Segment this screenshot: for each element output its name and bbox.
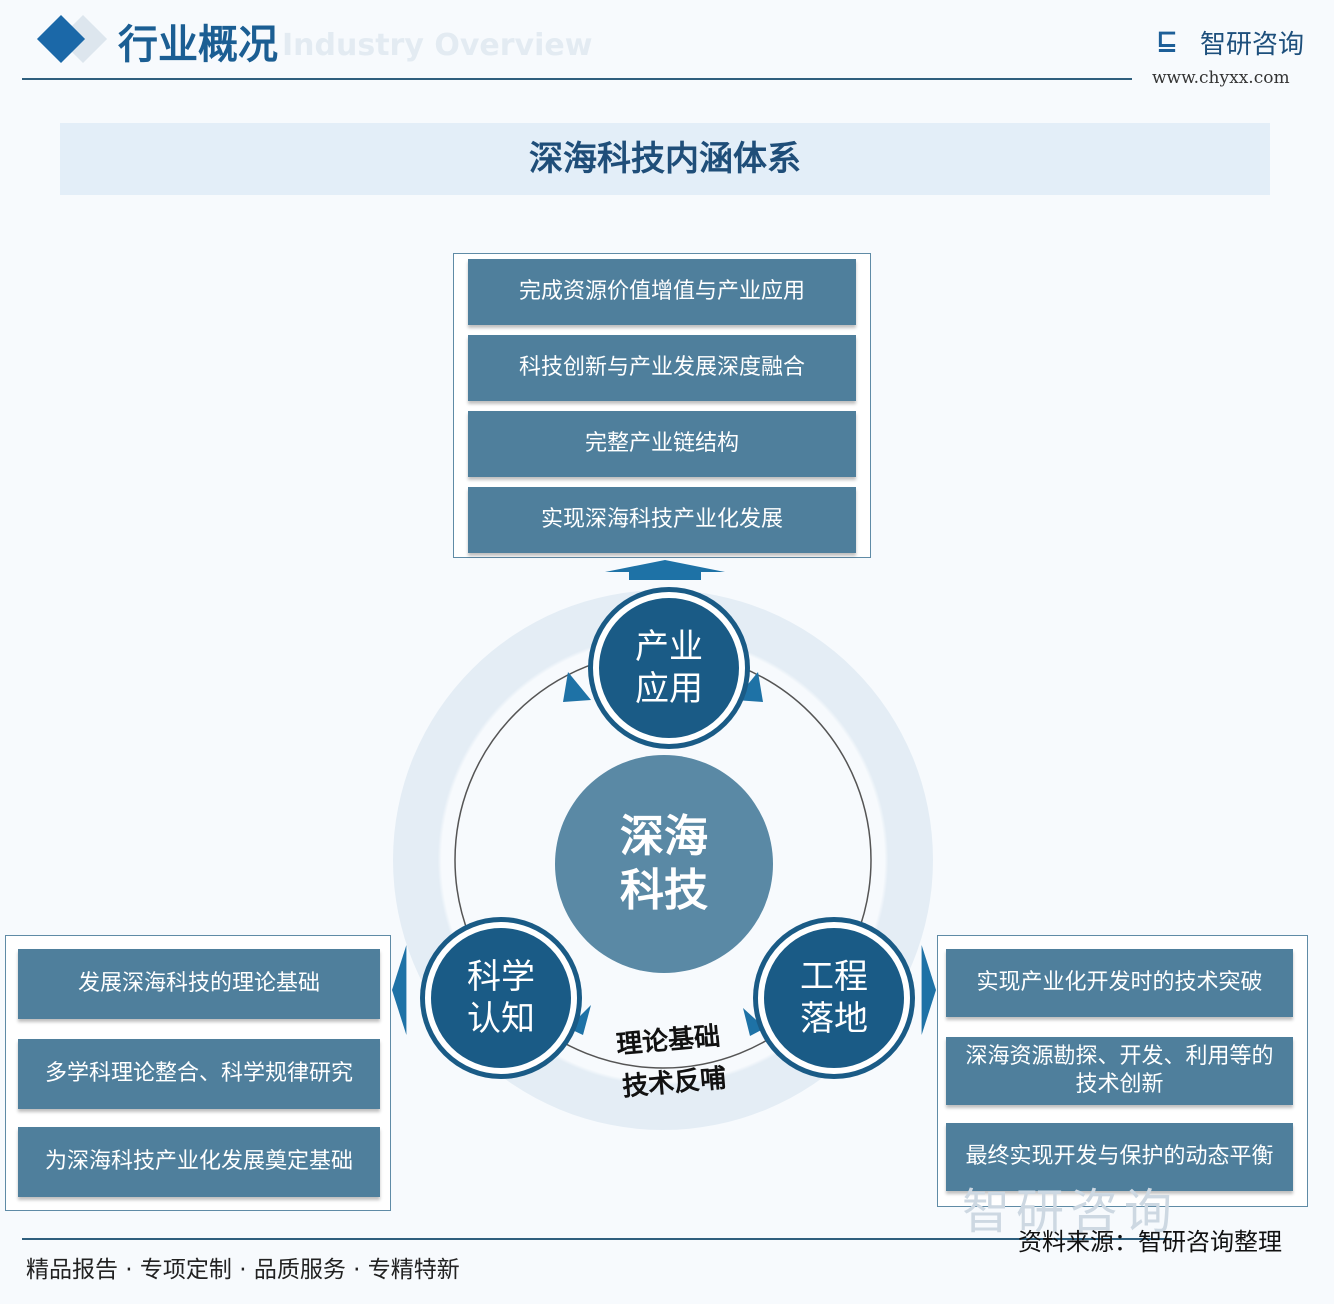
arrow-head-left-top — [563, 672, 591, 702]
node-scientific-cognition: 科学 认知 — [425, 922, 577, 1074]
list-item: 发展深海科技的理论基础 — [18, 949, 380, 1019]
brand-name: 智研咨询 — [1200, 30, 1305, 60]
header-subtitle: Industry Overview — [282, 28, 593, 63]
list-item: 为深海科技产业化发展奠定基础 — [18, 1127, 380, 1197]
footer-slogan: 精品报告 · 专项定制 · 品质服务 · 专精特新 — [26, 1257, 460, 1283]
center-circle: 深海 科技 — [555, 755, 773, 973]
up-arrow-icon — [605, 560, 725, 580]
list-item: 深海资源勘探、开发、利用等的技术创新 — [946, 1037, 1293, 1105]
list-item: 科技创新与产业发展深度融合 — [468, 335, 856, 401]
header-divider — [22, 78, 1132, 80]
list-item: 实现产业化开发时的技术突破 — [946, 949, 1293, 1017]
brand-logo-icon: ⊑ — [1156, 26, 1178, 56]
list-item: 完成资源价值增值与产业应用 — [468, 259, 856, 325]
footer-divider — [22, 1238, 1172, 1240]
arrow-head-bottom-left — [568, 1005, 591, 1035]
top-box: 完成资源价值增值与产业应用 科技创新与产业发展深度融合 完整产业链结构 实现深海… — [453, 253, 871, 558]
node-industry-application: 产业 应用 — [593, 592, 745, 744]
list-item: 多学科理论整合、科学规律研究 — [18, 1039, 380, 1109]
header-title: 行业概况 — [118, 21, 278, 68]
brand-url: www.chyxx.com — [1152, 68, 1290, 88]
list-item: 实现深海科技产业化发展 — [468, 487, 856, 553]
left-box: 发展深海科技的理论基础 多学科理论整合、科学规律研究 为深海科技产业化发展奠定基… — [5, 935, 391, 1211]
diagram-title: 深海科技内涵体系 — [60, 123, 1270, 195]
list-item: 完整产业链结构 — [468, 411, 856, 477]
right-box: 实现产业化开发时的技术突破 深海资源勘探、开发、利用等的技术创新 最终实现开发与… — [937, 935, 1308, 1207]
arrow-head-right-top — [735, 672, 763, 702]
arrow-head-bottom-right — [743, 1008, 765, 1036]
source-note: 资料来源：智研咨询整理 — [1018, 1228, 1282, 1256]
node-engineering: 工程 落地 — [758, 922, 910, 1074]
watermark: 智研咨询 — [962, 1184, 1179, 1240]
list-item: 最终实现开发与保护的动态平衡 — [946, 1123, 1293, 1191]
